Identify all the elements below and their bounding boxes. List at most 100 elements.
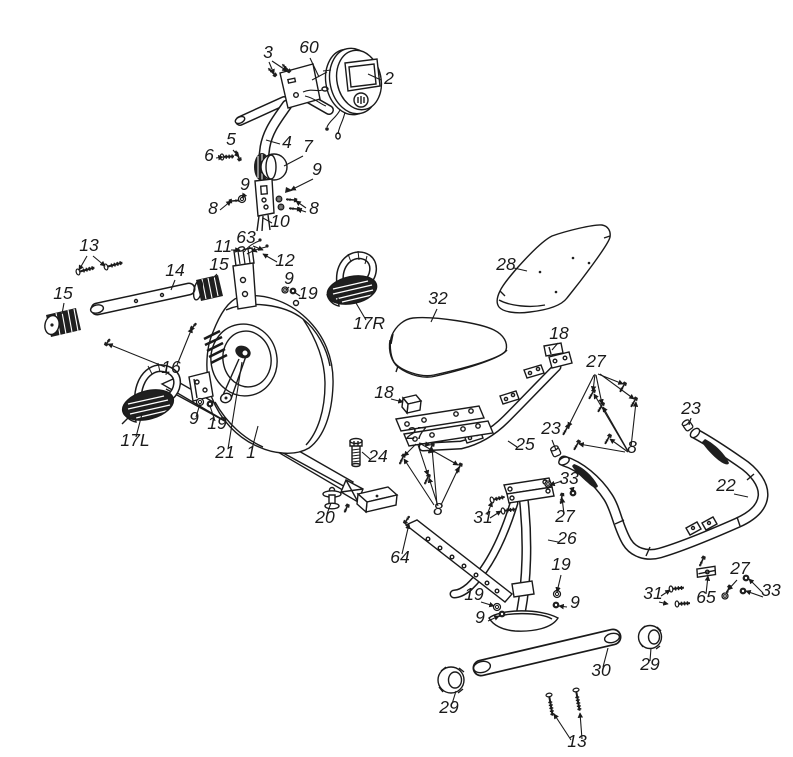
screw xyxy=(343,503,350,513)
end-cap-23 xyxy=(681,419,694,432)
leader-line xyxy=(361,451,371,460)
bolt xyxy=(489,495,505,504)
washer xyxy=(281,286,289,294)
leader-line xyxy=(209,273,218,282)
leader-line xyxy=(326,502,332,515)
bolt xyxy=(674,600,691,608)
leader-line xyxy=(290,178,314,191)
part-label-12: 12 xyxy=(275,250,295,270)
part-label-7: 7 xyxy=(303,136,314,156)
screw xyxy=(698,555,706,567)
leader-line xyxy=(251,425,259,450)
bolt xyxy=(668,585,685,593)
console-button xyxy=(353,92,369,108)
part-label-65: 65 xyxy=(696,587,716,607)
leader-line xyxy=(558,603,568,610)
bolt xyxy=(572,687,582,711)
bolt xyxy=(75,266,95,276)
part-label-5: 5 xyxy=(226,129,236,149)
leader-line xyxy=(417,444,430,476)
part-label-27: 27 xyxy=(585,351,607,371)
part-label-25: 25 xyxy=(514,434,535,454)
screw xyxy=(423,473,431,485)
nut xyxy=(552,601,560,609)
leader-line xyxy=(176,327,193,366)
leader-lines-layer xyxy=(61,57,764,741)
part-label-33: 33 xyxy=(559,468,579,488)
clamp-18 xyxy=(543,342,564,357)
leader-line xyxy=(285,286,290,291)
part-label-9: 9 xyxy=(189,408,199,428)
handlebar-post xyxy=(254,178,293,232)
leader-line xyxy=(555,574,562,593)
leader-line xyxy=(248,246,258,253)
end-cap-23 xyxy=(549,445,562,458)
part-label-14: 14 xyxy=(165,260,185,280)
part-label-13: 13 xyxy=(79,235,99,255)
rear-handlebar xyxy=(558,427,769,560)
leader-line xyxy=(262,217,273,224)
part-label-30: 30 xyxy=(591,660,611,680)
part-label-31: 31 xyxy=(643,583,662,603)
leader-line xyxy=(262,253,278,263)
leader-line xyxy=(440,466,460,506)
leader-line xyxy=(486,501,493,516)
nut xyxy=(742,574,750,582)
nut xyxy=(739,587,747,595)
leader-line xyxy=(241,192,248,199)
part-label-9: 9 xyxy=(240,174,250,194)
part-label-29: 29 xyxy=(639,654,660,674)
part-label-8: 8 xyxy=(627,437,637,457)
bolt xyxy=(500,507,517,515)
part-label-10: 10 xyxy=(270,211,290,231)
leader-line xyxy=(609,438,629,453)
leader-line xyxy=(232,149,240,158)
part-label-17L: 17L xyxy=(120,430,149,450)
leader-line xyxy=(551,439,557,451)
leveling-foot-20 xyxy=(322,486,342,510)
seat-cushion xyxy=(388,316,508,378)
leader-line xyxy=(427,477,439,507)
bracket-65 xyxy=(696,565,717,579)
leader-line xyxy=(295,200,307,209)
leader-line xyxy=(367,73,382,81)
leader-line xyxy=(602,647,609,668)
part-label-23: 23 xyxy=(540,418,561,438)
screw xyxy=(288,206,301,212)
part-label-8: 8 xyxy=(433,499,443,519)
leader-line xyxy=(403,443,417,457)
leader-line xyxy=(602,406,629,452)
part-label-16: 16 xyxy=(161,357,181,377)
leader-line xyxy=(745,589,764,598)
leader-line xyxy=(265,139,281,145)
leader-line xyxy=(355,302,367,321)
bolt xyxy=(545,692,555,716)
seat-upright-post xyxy=(449,477,559,632)
part-label-31: 31 xyxy=(473,507,492,527)
leader-line xyxy=(489,510,502,519)
screw xyxy=(267,67,278,78)
leader-line xyxy=(309,57,320,78)
part-label-18: 18 xyxy=(374,382,394,402)
part-label-18: 18 xyxy=(549,323,569,343)
leader-line xyxy=(418,441,431,447)
washer xyxy=(544,480,552,488)
screw xyxy=(562,424,570,436)
leader-line xyxy=(487,615,500,622)
nut xyxy=(206,400,214,408)
leader-line xyxy=(61,302,65,315)
part-label-21: 21 xyxy=(214,442,234,462)
seat-stem xyxy=(232,238,269,310)
part-label-27: 27 xyxy=(554,506,576,526)
handlebar-assembly xyxy=(234,63,334,232)
leader-line xyxy=(578,442,626,453)
seat-back-pad xyxy=(496,224,611,314)
washer xyxy=(492,602,502,612)
leader-line xyxy=(430,308,438,323)
part-label-27: 27 xyxy=(729,558,751,578)
leader-line xyxy=(451,690,457,705)
resistance-knob xyxy=(254,153,288,181)
leader-line xyxy=(549,480,563,487)
part-label-19: 19 xyxy=(298,283,318,303)
